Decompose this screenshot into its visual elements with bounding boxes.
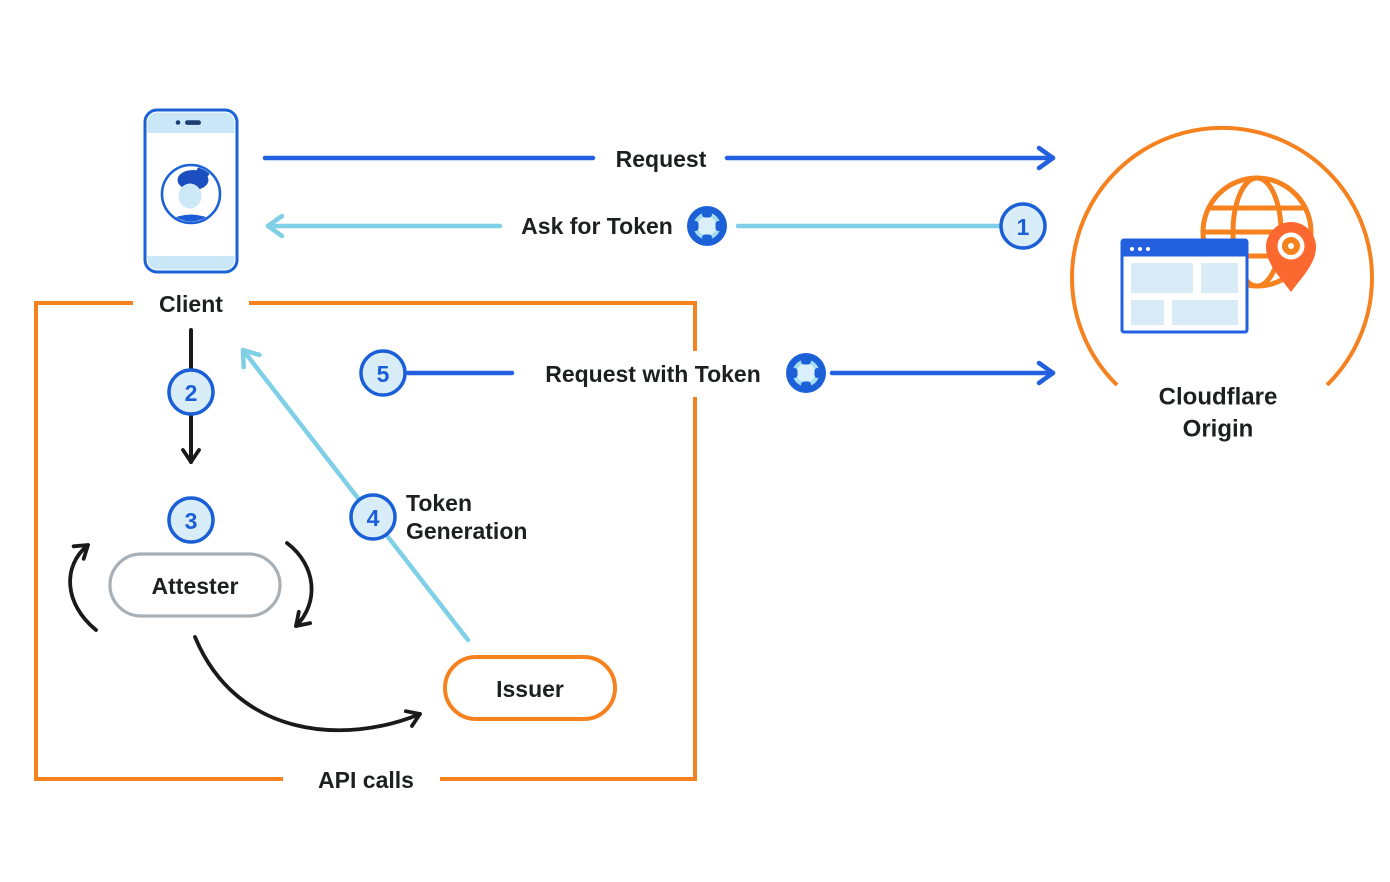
attester-label: Attester [152,573,239,599]
issuer-node: Issuer [443,655,617,721]
client-to-attester-flow: 2 [167,328,215,464]
step-4-number: 4 [367,505,380,531]
step-5-number: 5 [377,361,390,387]
request-with-token-label: Request with Token [545,361,761,387]
ask-for-token-label: Ask for Token [521,213,673,239]
origin-circle-outline [1070,125,1374,387]
origin-label-line1: Cloudflare [1159,384,1278,411]
token-icon [786,353,826,393]
attester-loop-right-arrow [285,541,314,628]
step-4-badge: 4 [349,493,397,541]
step-2-badge: 2 [167,368,215,416]
origin-label-line2: Origin [1183,416,1254,443]
phone-home-bar [147,256,235,270]
attester-loop-left-arrow [68,543,98,632]
attester-to-issuer-arrow [193,635,422,733]
client-node: Client [143,108,239,317]
phone-camera-dot [175,120,181,125]
api-calls-label: API calls [318,767,414,793]
token-generation-flow: 4 Token Generation [240,347,527,643]
request-flow: Request [262,145,1056,172]
step-3-number: 3 [185,508,198,534]
step-2-number: 2 [185,380,198,406]
request-label: Request [616,146,707,172]
browser-window-icon [1120,238,1249,334]
ask-for-token-flow: Ask for Token 1 [265,202,1047,250]
token-icon [687,206,727,246]
attestation-group: 3 Attester Issuer [68,496,617,733]
cloudflare-origin-node: Cloudflare Origin [1070,125,1374,443]
phone-speaker-dash [185,120,201,125]
location-pin-icon [1266,222,1316,292]
api-calls-boundary-box [34,301,697,781]
step-1-badge: 1 [999,202,1047,250]
step-3-badge: 3 [167,496,215,544]
token-generation-label-line1: Token [406,490,472,516]
step-5-badge: 5 [359,349,407,397]
issuer-label: Issuer [496,676,564,702]
attester-node: Attester [108,552,282,618]
client-label: Client [159,291,223,317]
request-with-token-flow: Request with Token 5 [359,349,1056,397]
issuer-to-client-arrow [240,347,471,643]
step-1-number: 1 [1017,214,1030,240]
user-avatar-icon [160,163,222,225]
token-generation-label-line2: Generation [406,518,527,544]
